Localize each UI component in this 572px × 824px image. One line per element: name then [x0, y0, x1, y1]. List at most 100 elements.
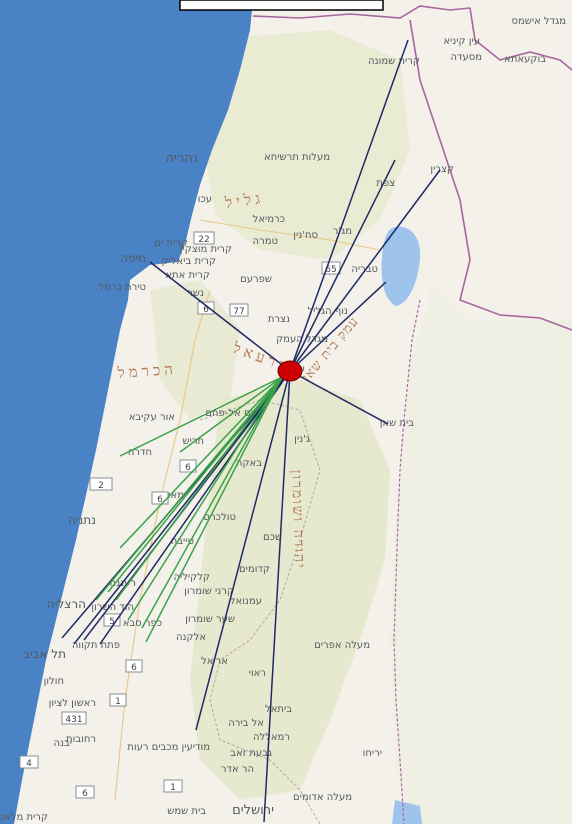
place-label: ירושלים — [232, 803, 274, 818]
place-label: עכו — [198, 194, 212, 205]
ray-line-blue — [99, 370, 291, 645]
place-label: יריחו — [363, 748, 382, 759]
road-shield: 77 — [229, 303, 249, 317]
place-label: אל בירה — [228, 718, 264, 729]
place-label: נוף הגליל — [307, 306, 348, 317]
place-label: אור עקיבא — [129, 412, 175, 423]
svg-text:77: 77 — [233, 307, 244, 317]
place-label: ראשון לציון — [49, 698, 96, 709]
ray-line-green — [115, 376, 283, 601]
place-label: חולון — [44, 676, 64, 687]
place-label: נשר — [187, 288, 204, 299]
dead-sea — [392, 800, 422, 824]
place-label: כרמיאל — [253, 214, 285, 225]
place-label: קרית ים — [154, 238, 188, 249]
ray-line-green — [179, 376, 283, 453]
svg-text:22: 22 — [198, 235, 209, 245]
place-label: קדומים — [239, 564, 270, 575]
place-label: קרית מלאכי — [0, 812, 48, 823]
ray-line-green — [127, 376, 283, 621]
place-label: פתח תקווה — [72, 640, 120, 651]
ray-line-green — [141, 376, 283, 629]
radiating-lines — [61, 39, 441, 823]
road-shields: 22 65 6 77 6 2 6 5 6 1 431 4 6 1 — [19, 231, 341, 799]
samaria-hills — [190, 380, 390, 800]
place-label: חיפה — [120, 251, 146, 265]
road-shield: 6 — [197, 301, 215, 315]
place-label: טמרה — [253, 236, 278, 247]
place-label: מעלות תרשיחא — [264, 152, 330, 163]
place-label: קצרין — [430, 164, 454, 175]
place-label: בית שאן — [380, 418, 414, 429]
road-shield: 5 — [103, 613, 121, 627]
svg-text:6: 6 — [185, 463, 191, 473]
place-label: קרית ביאליק — [162, 256, 216, 267]
green-line — [199, 399, 321, 824]
place-label: קרית שמונה — [368, 56, 420, 67]
place-label: קרני שומרון — [184, 586, 234, 597]
syria-border — [409, 19, 572, 331]
region-label: יהודה ושומרון — [288, 470, 307, 570]
road-shield: 1 — [163, 779, 183, 793]
place-label: מגדל אישמס — [511, 16, 566, 27]
place-label: חדרה — [128, 447, 152, 458]
road-shield: 6 — [75, 785, 95, 799]
place-label: טולכרם — [204, 512, 236, 523]
place-label: עין קיניא — [443, 36, 480, 47]
lebanon-border — [252, 5, 471, 19]
place-label: הוד השרון — [91, 602, 134, 613]
place-label: בית שמש — [167, 806, 206, 817]
place-label: צפת — [376, 178, 395, 189]
svg-text:6: 6 — [82, 789, 88, 799]
ray-line-blue — [195, 370, 291, 731]
place-label: שער שומרון — [185, 614, 235, 625]
place-label: גבעת זאב — [230, 748, 272, 759]
road-shield: 6 — [125, 659, 143, 673]
ray-line-blue — [289, 281, 387, 372]
place-label: מעלה אדומים — [293, 792, 352, 803]
jordan-border — [393, 299, 421, 824]
sea-of-galilee — [381, 226, 421, 306]
galilee-hills — [200, 30, 410, 260]
svg-text:2: 2 — [98, 481, 104, 491]
place-label: יבנה — [53, 738, 72, 749]
place-label: ג'נין — [294, 434, 310, 445]
svg-text:4: 4 — [26, 759, 32, 769]
place-label: ביתאל — [265, 704, 292, 715]
place-label: קלקיליה — [173, 572, 210, 583]
red-location-marker[interactable] — [277, 360, 303, 382]
place-label: אלקנה — [176, 632, 206, 643]
place-label: קרית אתא — [165, 270, 210, 281]
place-label: הר אדר — [221, 764, 254, 775]
ray-line-blue — [149, 261, 291, 372]
place-label: תל אביב — [23, 647, 66, 661]
ray-line-blue — [263, 370, 291, 823]
place-label: כפר סבא — [123, 618, 162, 629]
svg-text:6: 6 — [157, 495, 163, 505]
place-label: טבריה — [351, 264, 378, 275]
region-label: הכרמל — [116, 360, 177, 382]
place-label: טייבה — [171, 536, 194, 547]
place-label: שפרעם — [240, 274, 272, 285]
road-shield: 65 — [321, 261, 341, 275]
road-shield: 2 — [89, 477, 113, 491]
ray-line-green — [145, 376, 283, 643]
jordan-valley — [380, 240, 572, 824]
place-label: קרית מוצקין — [180, 244, 232, 255]
ray-line-blue — [73, 370, 291, 645]
place-label: סח'נין — [293, 230, 318, 241]
svg-text:1: 1 — [115, 697, 121, 707]
mediterranean-sea — [0, 0, 253, 824]
ray-line-blue — [289, 169, 441, 372]
place-label: בוקעאתא — [504, 54, 546, 65]
place-label: ראוי — [249, 668, 266, 679]
road-shield: 1 — [109, 693, 127, 707]
svg-text:65: 65 — [325, 265, 336, 275]
ray-line-green — [119, 376, 283, 457]
place-label: מג'ר — [333, 226, 352, 237]
road-shield: 6 — [179, 459, 197, 473]
road-shield: 22 — [193, 231, 215, 245]
place-label: רמאללה — [253, 732, 290, 743]
place-label: טירת כרמל — [98, 282, 146, 293]
